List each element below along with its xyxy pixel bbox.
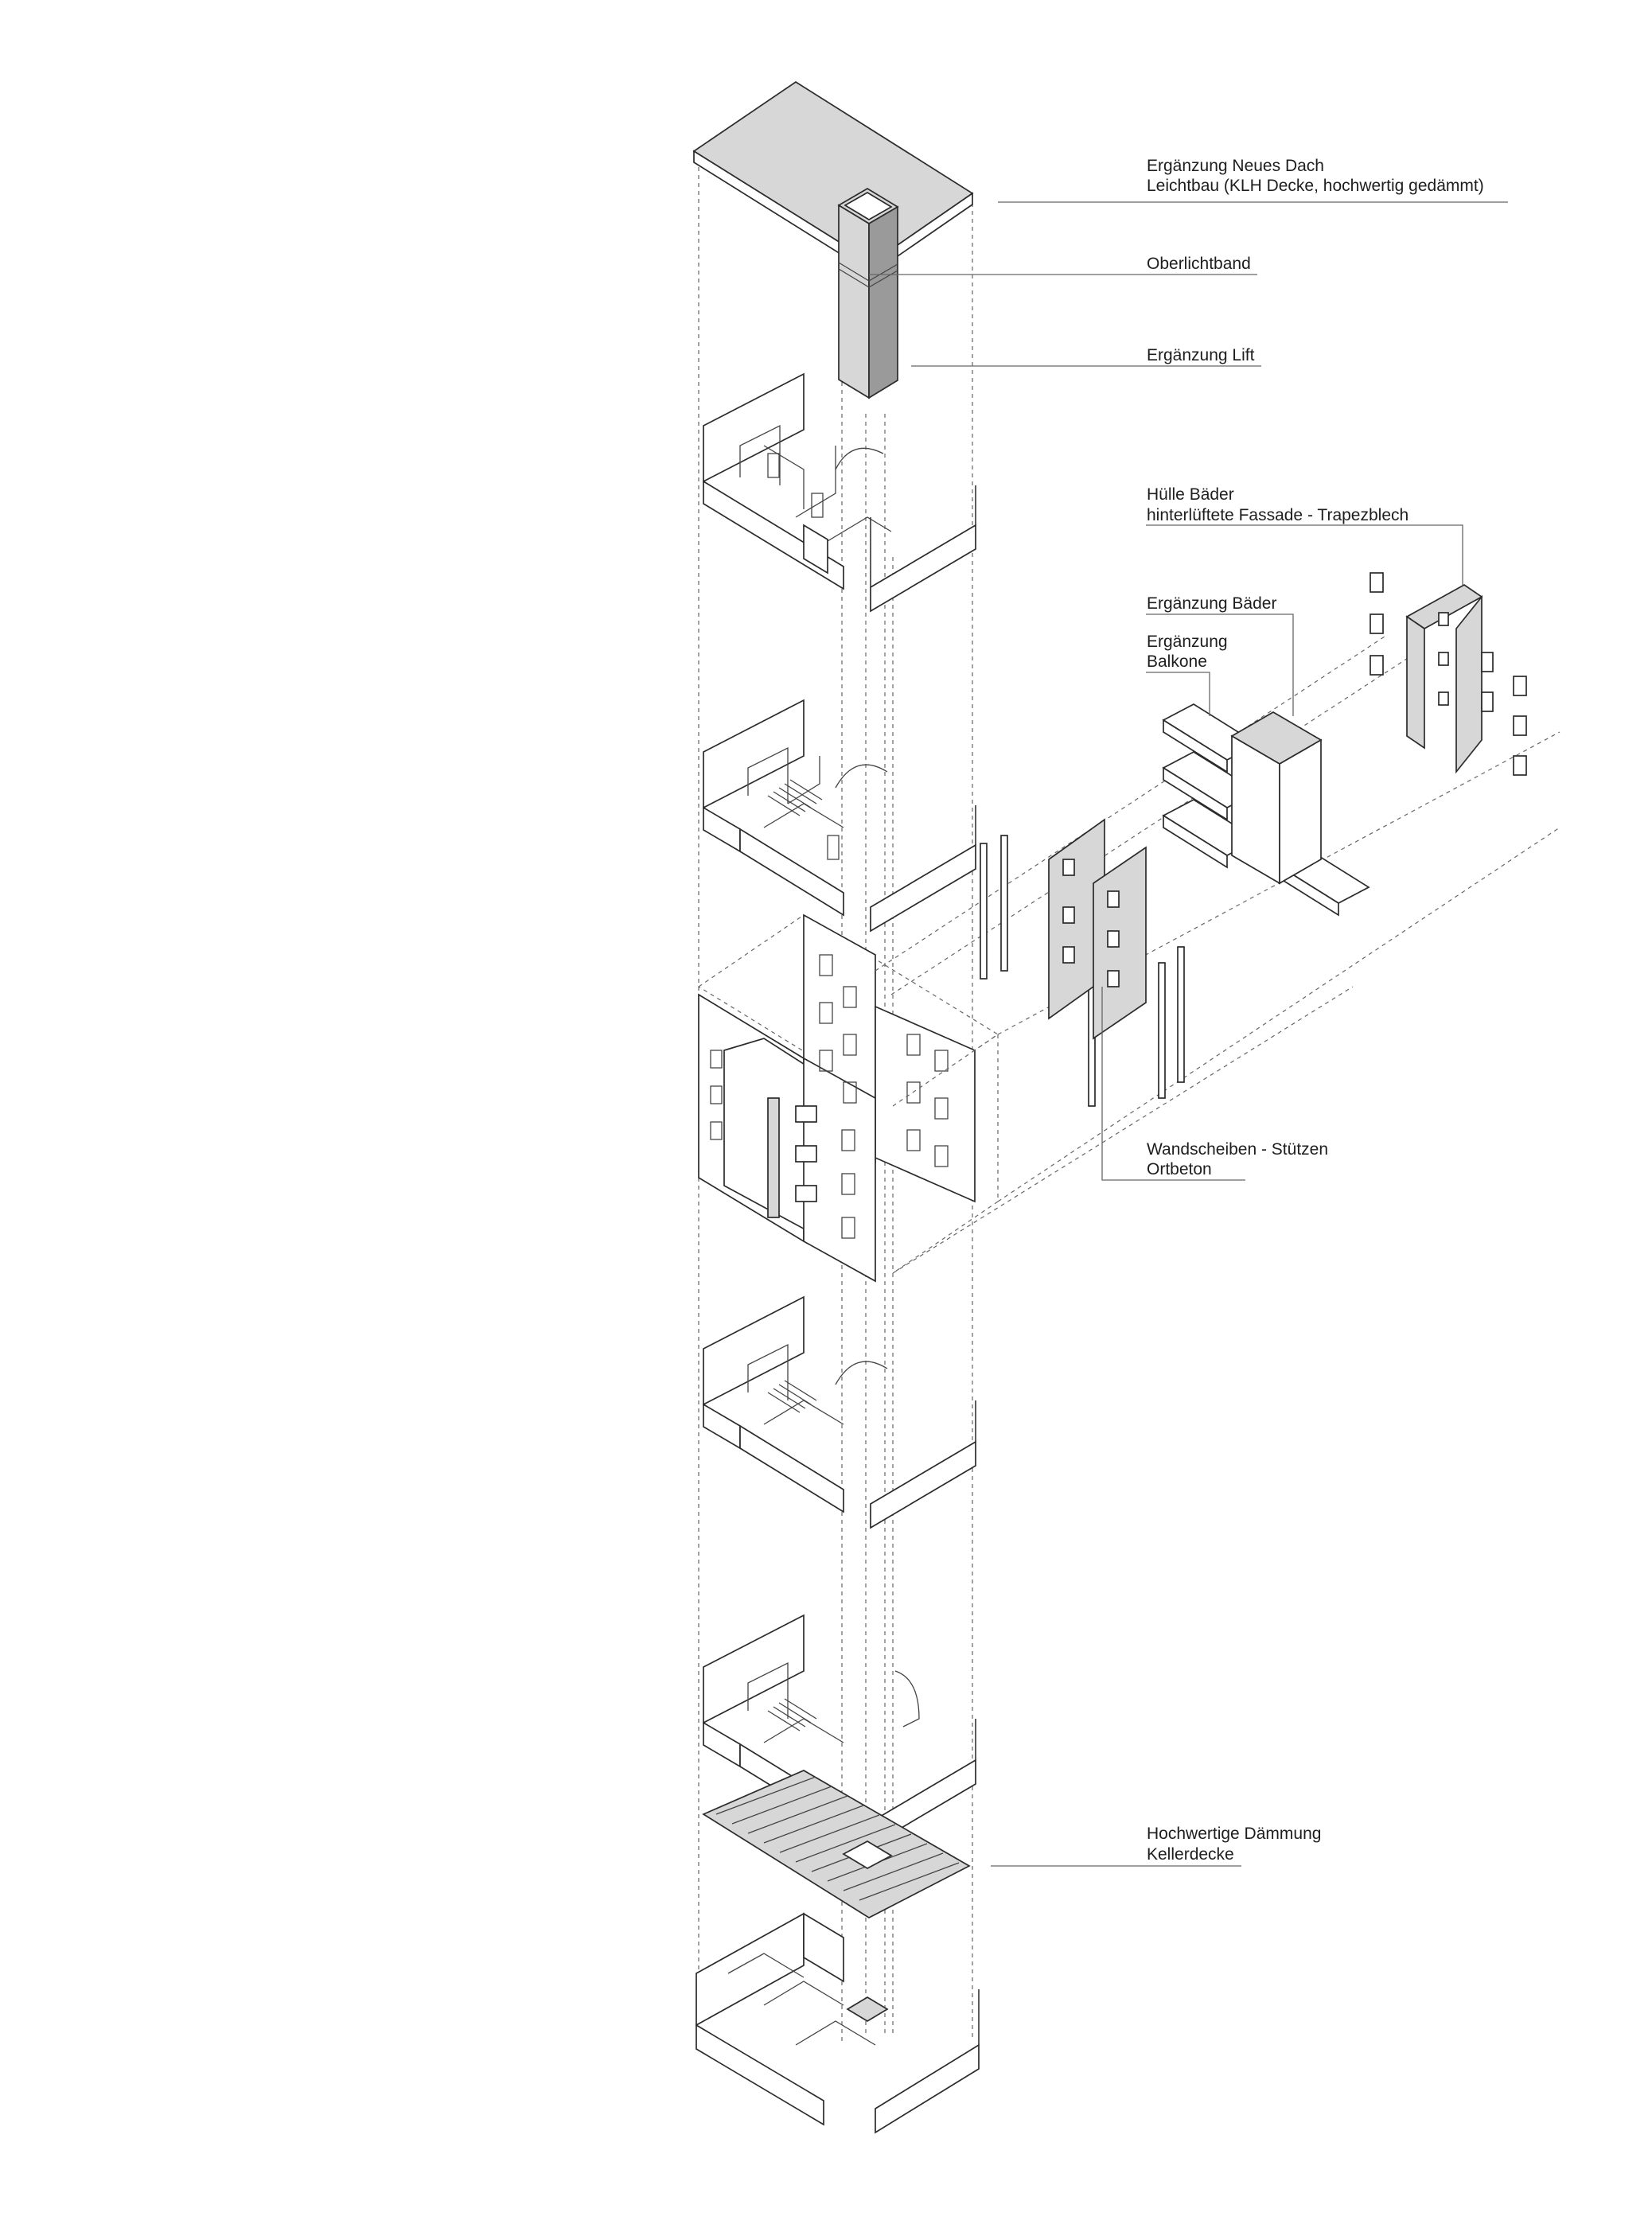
basement-plan xyxy=(695,1912,980,2134)
label-insulation-detail: Kellerdecke xyxy=(1147,1845,1234,1864)
label-balconies-detail: Balkone xyxy=(1147,652,1207,671)
stair-run xyxy=(767,1698,817,1731)
facade-balcony-stack xyxy=(795,1105,817,1202)
label-walls-title: Wandscheiben - Stützen xyxy=(1147,1140,1328,1159)
label-insulation-title: Hochwertige Dämmung xyxy=(1147,1825,1321,1843)
lower-floor-plan xyxy=(703,1295,976,1529)
shear-wall-panels xyxy=(1048,818,1147,1040)
label-baths: Ergänzung Bäder xyxy=(1147,594,1276,613)
label-roof-detail: Leichtbau (KLH Decke, hochwertig gedämmt… xyxy=(1147,177,1484,195)
label-skylight: Oberlichtband xyxy=(1147,255,1251,273)
facade-windows xyxy=(710,954,949,1239)
label-bath-shell-title: Hülle Bäder xyxy=(1147,485,1234,504)
label-roof-title: Ergänzung Neues Dach xyxy=(1147,157,1324,175)
basement-ceiling-insulation xyxy=(702,1770,971,1918)
label-lift: Ergänzung Lift xyxy=(1147,346,1255,364)
label-bath-shell-detail: hinterlüftete Fassade - Trapezblech xyxy=(1147,506,1408,524)
bathroom-shell-trapezoid-sheet xyxy=(1370,572,1527,776)
leader-lines xyxy=(869,201,1508,1867)
new-bathroom-modules xyxy=(1230,711,1323,885)
label-balconies-title: Ergänzung xyxy=(1147,633,1228,651)
lift-shaft xyxy=(837,188,899,399)
upper-floor-plan xyxy=(703,372,976,613)
annotations: Ergänzung Neues Dach Leichtbau (KLH Deck… xyxy=(1147,157,1484,1864)
stair-run xyxy=(767,1380,817,1413)
second-floor-plan xyxy=(703,699,976,933)
stair-run xyxy=(767,779,823,816)
skylight-band xyxy=(838,262,898,288)
new-roof xyxy=(692,80,974,275)
existing-building-facade xyxy=(697,913,999,1283)
new-balconies xyxy=(1162,703,1370,917)
label-walls-detail: Ortbeton xyxy=(1147,1160,1212,1178)
